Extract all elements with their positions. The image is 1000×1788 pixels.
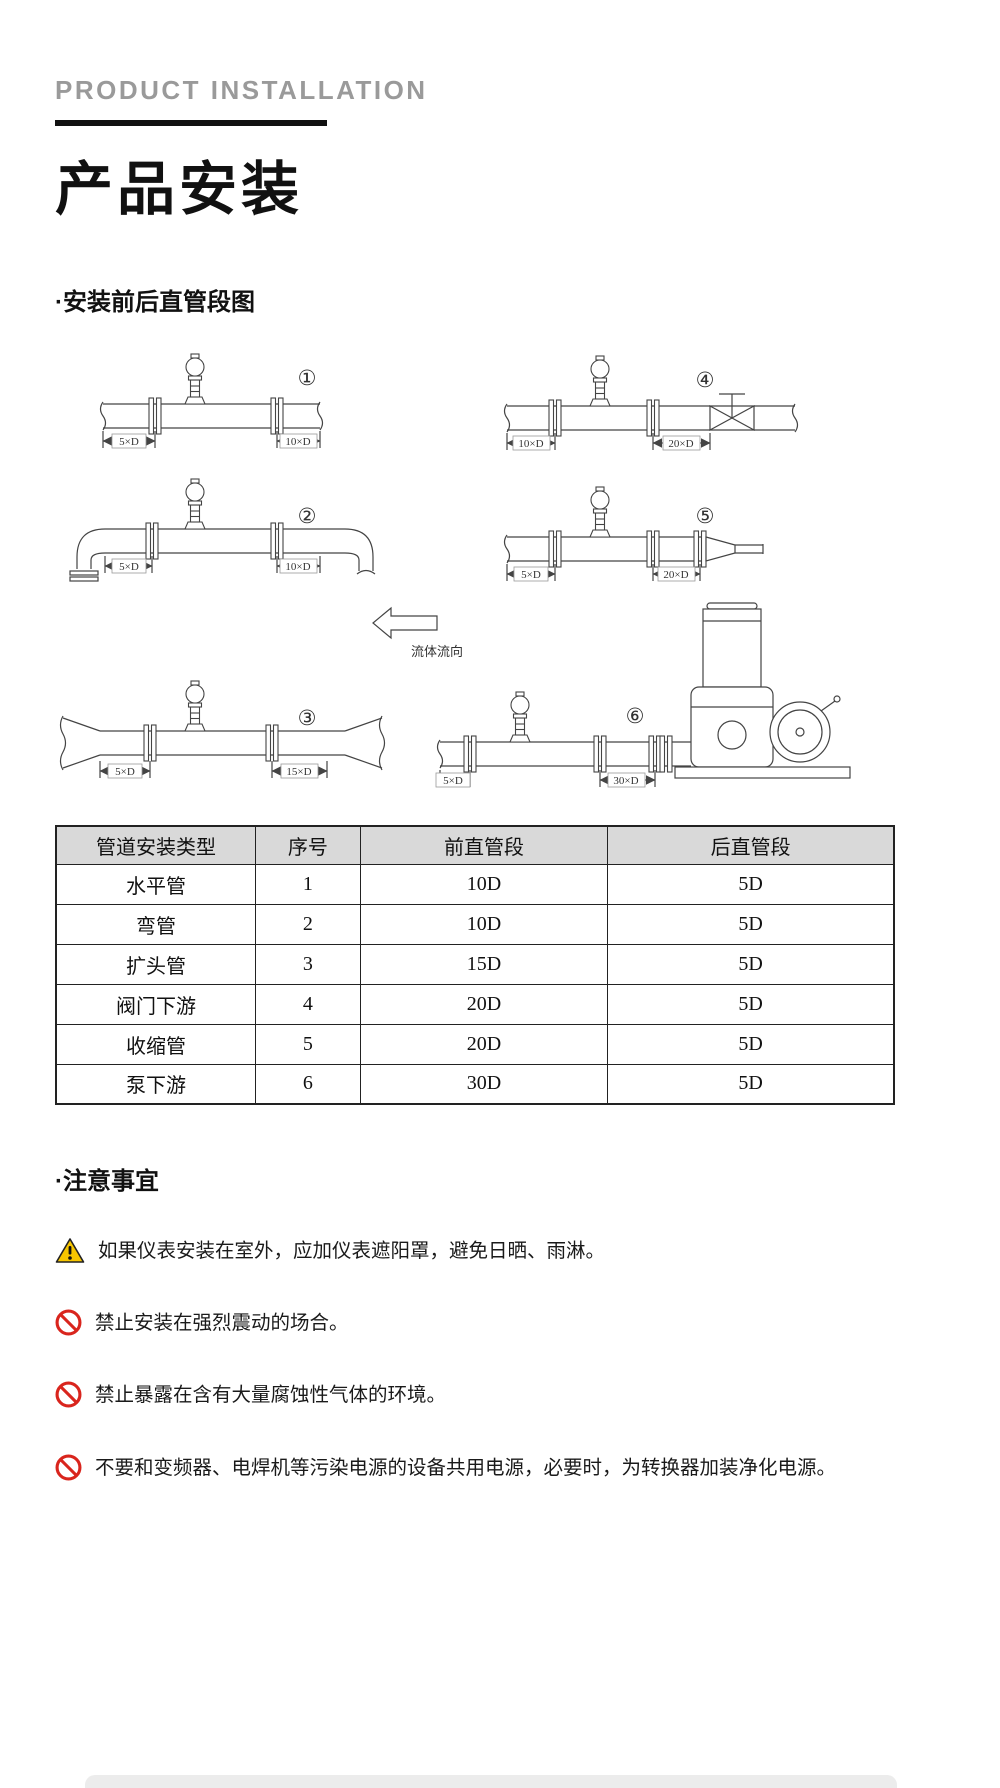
flange-icon [148,397,162,435]
cell-type: 水平管 [55,863,256,905]
note-item: 禁止暴露在含有大量腐蚀性气体的环境。 [55,1380,945,1410]
dim-label: 30×D [613,775,638,787]
reducer-cone [705,536,736,562]
table-row: 弯管 2 10D 5D [55,903,895,945]
dim-label: 5×D [119,436,139,448]
cell-no: 2 [255,903,361,945]
dim-label: 10×D [285,436,310,448]
cell-type: 阀门下游 [55,983,256,1025]
dim-label: 20×D [668,438,693,450]
note-text: 不要和变频器、电焊机等污染电源的设备共用电源，必要时，为转换器加装净化电源。 [95,1456,837,1479]
prohibited-icon [55,1309,82,1336]
cell-no: 3 [255,943,361,985]
dim-label: 10×D [285,561,310,573]
header-pipe-type: 管道安装类型 [55,825,256,865]
eyebrow-title: PRODUCT INSTALLATION [55,75,428,105]
straight-pipe-table: 管道安装类型 序号 前直管段 后直管段 水平管 1 10D 5D 弯管 2 10… [55,825,895,1105]
flowmeter-icon [184,353,206,405]
cell-front: 10D [359,863,609,905]
cell-back: 5D [607,983,895,1025]
flange-icon [646,399,660,437]
diagram-number: ⑥ [626,704,645,728]
header-number: 序号 [255,825,361,865]
diagram-number: ② [298,504,317,528]
diagram-reducer-pipe: 5×D 20×D ⑤ [503,486,764,582]
flow-direction-arrow: 流体流向 [372,606,463,659]
cell-type: 泵下游 [55,1063,256,1105]
cell-front: 20D [359,1023,609,1065]
valve-icon [709,393,755,432]
flowmeter-icon [589,355,611,407]
note-text: 禁止暴露在含有大量腐蚀性气体的环境。 [95,1384,447,1407]
header-front-section: 前直管段 [359,825,609,865]
cell-no: 4 [255,983,361,1025]
note-text: 如果仪表安装在室外，应加仪表遮阳罩，避免日晒、雨淋。 [98,1240,606,1262]
next-section-strip [85,1775,897,1788]
title-underline [55,120,327,126]
dim-label: 15×D [286,766,311,778]
diagram-pump-downstream: 5×D 30×D ⑥ [435,602,851,788]
flowmeter-icon [509,691,531,743]
table-row: 扩头管 3 15D 5D [55,943,895,985]
cell-back: 5D [607,1063,895,1105]
flange-icon [270,397,284,435]
table-row: 阀门下游 4 20D 5D [55,983,895,1025]
dim-label: 20×D [663,569,688,581]
cell-type: 收缩管 [55,1023,256,1065]
cell-back: 5D [607,1023,895,1065]
diagram-expander-pipe: 5×D 15×D ③ [59,680,386,779]
cell-no: 5 [255,1023,361,1065]
note-item: 不要和变频器、电焊机等污染电源的设备共用电源，必要时，为转换器加装净化电源。 [55,1453,945,1483]
flange-icon [548,399,562,437]
cell-front: 10D [359,903,609,945]
dim-label: 5×D [443,775,463,787]
table-row: 收缩管 5 20D 5D [55,1023,895,1065]
diagram-number: ④ [696,368,715,392]
cell-front: 20D [359,983,609,1025]
cell-front: 30D [359,1063,609,1105]
diagram-horizontal-pipe: 5×D 10×D ① [99,353,324,449]
cell-type: 弯管 [55,903,256,945]
dim-label: 5×D [119,561,139,573]
table-row: 泵下游 6 30D 5D [55,1063,895,1105]
diagram-number: ⑤ [696,504,715,528]
flowmeter-icon [184,478,206,530]
pipe-diagrams-svg: 5×D 10×D ① [59,353,851,788]
cell-no: 1 [255,863,361,905]
warning-icon [55,1238,85,1263]
dim-label: 5×D [115,766,135,778]
note-item: 如果仪表安装在室外，应加仪表遮阳罩，避免日晒、雨淋。 [55,1236,945,1266]
cell-back: 5D [607,903,895,945]
prohibited-icon [55,1454,82,1481]
diagram-elbow-pipe: 5×D 10×D ② [69,478,376,582]
cell-back: 5D [607,863,895,905]
prohibited-icon [55,1381,82,1408]
installation-diagrams: 5×D 10×D ① [55,351,945,801]
dim-label: 10×D [518,438,543,450]
diagram-valve-downstream: 10×D 20×D ④ [503,355,799,451]
table-row: 水平管 1 10D 5D [55,863,895,905]
section-title-notes: ·注意事宜 [55,1168,159,1195]
cell-no: 6 [255,1063,361,1105]
cell-back: 5D [607,943,895,985]
cell-front: 15D [359,943,609,985]
table-header-row: 管道安装类型 序号 前直管段 后直管段 [55,825,895,865]
section-title-diagrams: ·安装前后直管段图 [55,289,255,316]
notes-list: 如果仪表安装在室外，应加仪表遮阳罩，避免日晒、雨淋。 禁止安装在强烈震动的场合。… [55,1236,945,1483]
cell-type: 扩头管 [55,943,256,985]
header-back-section: 后直管段 [607,825,895,865]
flow-direction-label: 流体流向 [411,644,463,659]
diagram-number: ① [298,366,317,390]
pump-icon [674,602,851,779]
flowmeter-icon [184,680,206,732]
page-title: 产品安装 [55,157,304,222]
flowmeter-icon [589,486,611,538]
dim-label: 5×D [521,569,541,581]
note-text: 禁止安装在强烈震动的场合。 [95,1312,349,1335]
diagram-number: ③ [298,706,317,730]
note-item: 禁止安装在强烈震动的场合。 [55,1308,945,1338]
